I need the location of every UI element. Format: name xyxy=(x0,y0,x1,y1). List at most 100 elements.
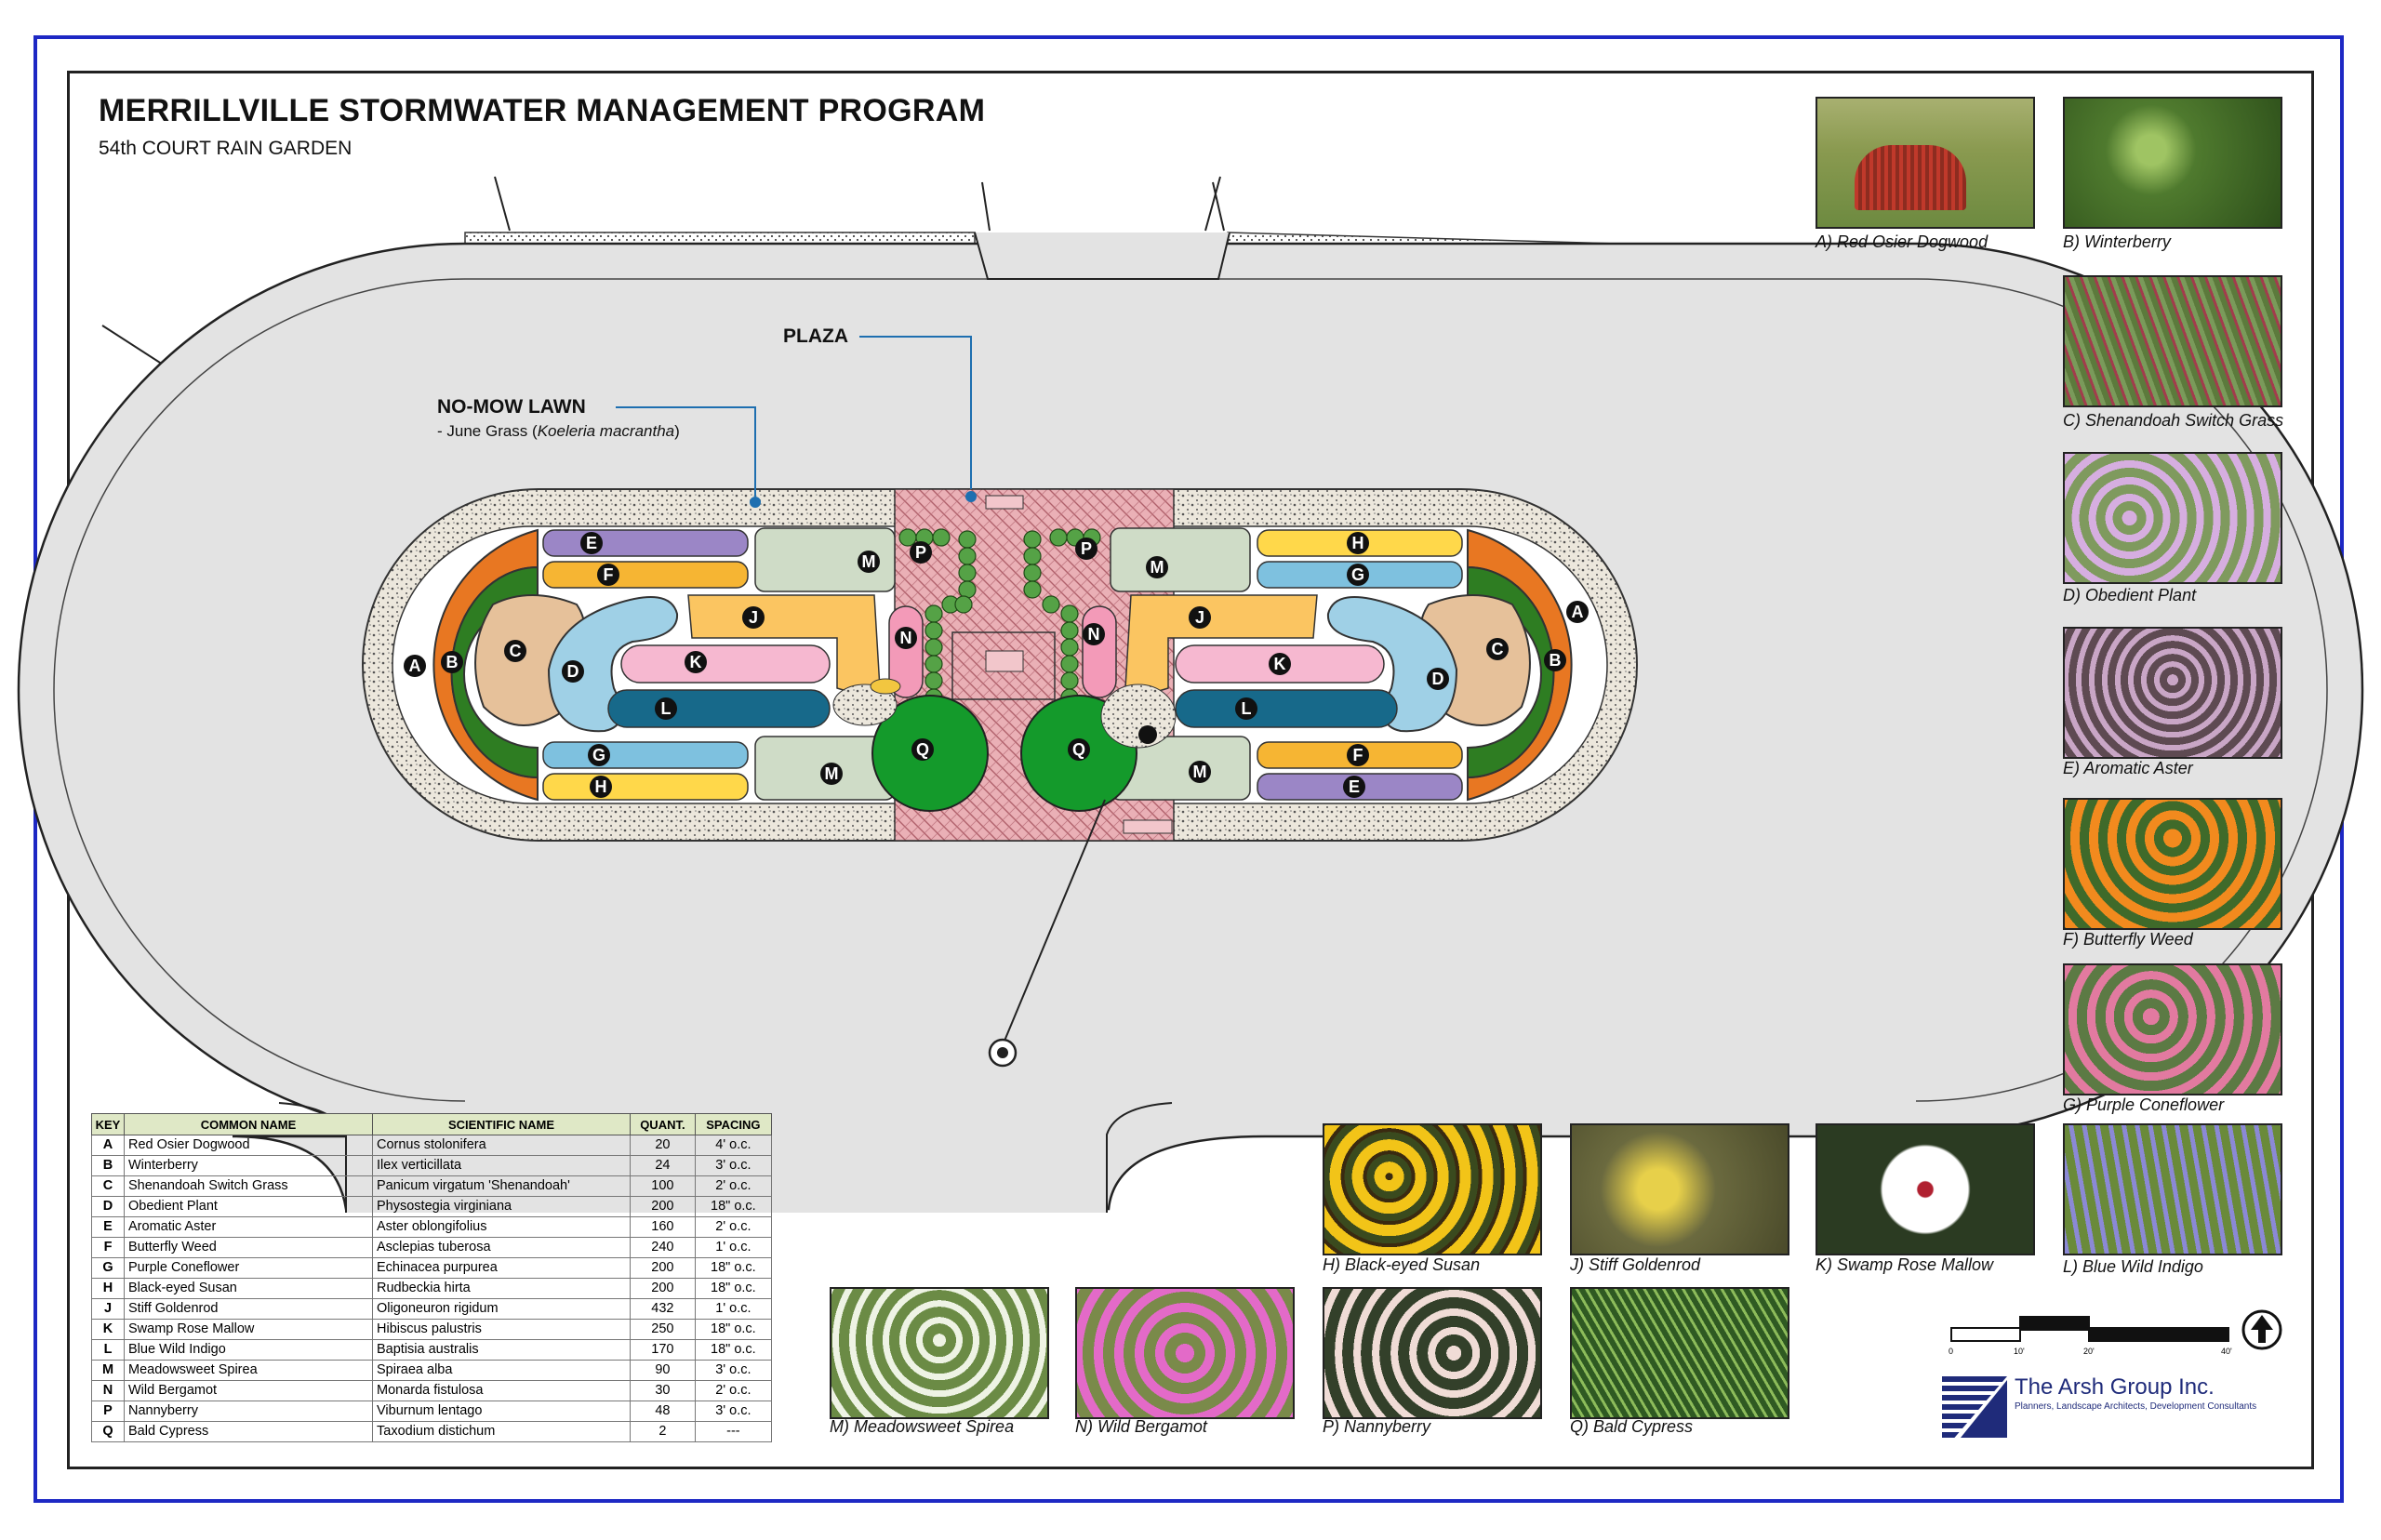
caption-n: N) Wild Bergamot xyxy=(1075,1417,1207,1436)
svg-text:L: L xyxy=(661,699,672,718)
caption-m: M) Meadowsweet Spirea xyxy=(830,1417,1015,1436)
caption-k: K) Swamp Rose Mallow xyxy=(1816,1255,1994,1274)
cell-spacing: 18" o.c. xyxy=(694,1278,773,1299)
col-spacing: SPACING xyxy=(694,1113,773,1135)
cell-scientific: Rudbeckia hirta xyxy=(372,1278,631,1299)
cell-spacing: 2' o.c. xyxy=(694,1380,773,1401)
caption-a: A) Red Osier Dogwood xyxy=(1816,232,1989,251)
svg-text:E: E xyxy=(586,534,597,552)
cell-quant: 100 xyxy=(630,1175,696,1197)
caption-h: H) Black-eyed Susan xyxy=(1323,1255,1481,1274)
svg-text:M: M xyxy=(1193,763,1207,781)
cell-spacing: 18" o.c. xyxy=(694,1257,773,1279)
cell-quant: 200 xyxy=(630,1278,696,1299)
svg-text:J: J xyxy=(749,608,758,627)
cell-spacing: 2' o.c. xyxy=(694,1216,773,1238)
photo-stiff-goldenrod xyxy=(1570,1123,1789,1255)
cell-common: Nannyberry xyxy=(124,1401,373,1422)
caption-b: B) Winterberry xyxy=(2063,232,2171,251)
cell-spacing: 3' o.c. xyxy=(694,1360,773,1381)
svg-text:M: M xyxy=(1151,558,1164,577)
cell-scientific: Spiraea alba xyxy=(372,1360,631,1381)
cell-scientific: Baptisia australis xyxy=(372,1339,631,1361)
svg-text:G: G xyxy=(592,746,605,764)
cell-key: N xyxy=(91,1380,125,1401)
cell-common: Stiff Goldenrod xyxy=(124,1298,373,1320)
cell-common: Wild Bergamot xyxy=(124,1380,373,1401)
photo-black-eyed-susan xyxy=(1323,1123,1542,1255)
cell-quant: 90 xyxy=(630,1360,696,1381)
cell-spacing: 2' o.c. xyxy=(694,1175,773,1197)
cell-spacing: --- xyxy=(694,1421,773,1442)
cell-spacing: 18" o.c. xyxy=(694,1196,773,1217)
scale-tick-20: 20' xyxy=(2083,1347,2095,1356)
svg-text:M: M xyxy=(862,552,876,571)
svg-text:F: F xyxy=(1353,746,1363,764)
cell-quant: 240 xyxy=(630,1237,696,1258)
cell-quant: 24 xyxy=(630,1155,696,1176)
svg-text:K: K xyxy=(690,653,702,671)
cell-common: Swamp Rose Mallow xyxy=(124,1319,373,1340)
photo-purple-coneflower xyxy=(2063,963,2282,1095)
caption-p: P) Nannyberry xyxy=(1323,1417,1431,1436)
cell-key: J xyxy=(91,1298,125,1320)
cell-quant: 30 xyxy=(630,1380,696,1401)
scale-bar: 0 10' 20' 40' xyxy=(1949,1316,2232,1356)
cell-scientific: Echinacea purpurea xyxy=(372,1257,631,1279)
cell-common: Winterberry xyxy=(124,1155,373,1176)
svg-text:P: P xyxy=(915,543,926,562)
svg-text:D: D xyxy=(1432,670,1444,688)
north-arrow-icon xyxy=(2241,1309,2282,1350)
cell-spacing: 18" o.c. xyxy=(694,1339,773,1361)
cell-key: Q xyxy=(91,1421,125,1442)
cell-scientific: Aster oblongifolius xyxy=(372,1216,631,1238)
arsh-group-logo-icon xyxy=(1942,1376,2007,1441)
caption-c: C) Shenandoah Switch Grass xyxy=(2063,411,2284,430)
cell-common: Black-eyed Susan xyxy=(124,1278,373,1299)
cell-common: Red Osier Dogwood xyxy=(124,1135,373,1156)
cell-scientific: Cornus stolonifera xyxy=(372,1135,631,1156)
caption-l: L) Blue Wild Indigo xyxy=(2063,1257,2203,1276)
cell-scientific: Viburnum lentago xyxy=(372,1401,631,1422)
bed-D-right xyxy=(1326,596,1458,733)
cell-common: Aromatic Aster xyxy=(124,1216,373,1238)
table-header-row: KEY COMMON NAME SCIENTIFIC NAME QUANT. S… xyxy=(91,1113,773,1135)
scale-tick-40: 40' xyxy=(2221,1347,2232,1356)
svg-text:Q: Q xyxy=(1072,740,1085,759)
col-key: KEY xyxy=(91,1113,125,1135)
col-quantity: QUANT. xyxy=(630,1113,696,1135)
cell-spacing: 1' o.c. xyxy=(694,1237,773,1258)
caption-e: E) Aromatic Aster xyxy=(2063,759,2193,777)
photo-bald-cypress xyxy=(1570,1287,1789,1419)
col-scientific-name: SCIENTIFIC NAME xyxy=(372,1113,631,1135)
cell-key: F xyxy=(91,1237,125,1258)
cell-spacing: 1' o.c. xyxy=(694,1298,773,1320)
photo-red-osier-dogwood xyxy=(1816,97,2035,229)
cell-spacing: 3' o.c. xyxy=(694,1155,773,1176)
cell-common: Shenandoah Switch Grass xyxy=(124,1175,373,1197)
cell-quant: 20 xyxy=(630,1135,696,1156)
cell-scientific: Hibiscus palustris xyxy=(372,1319,631,1340)
cell-key: B xyxy=(91,1155,125,1176)
cell-scientific: Taxodium distichum xyxy=(372,1421,631,1442)
svg-text:L: L xyxy=(1242,699,1252,718)
photo-swamp-rose-mallow xyxy=(1816,1123,2035,1255)
photo-wild-bergamot xyxy=(1075,1287,1295,1419)
col-common-name: COMMON NAME xyxy=(124,1113,373,1135)
bed-B-right xyxy=(1467,565,1555,779)
svg-text:C: C xyxy=(1492,640,1504,658)
cell-spacing: 3' o.c. xyxy=(694,1401,773,1422)
cell-key: C xyxy=(91,1175,125,1197)
cell-common: Purple Coneflower xyxy=(124,1257,373,1279)
